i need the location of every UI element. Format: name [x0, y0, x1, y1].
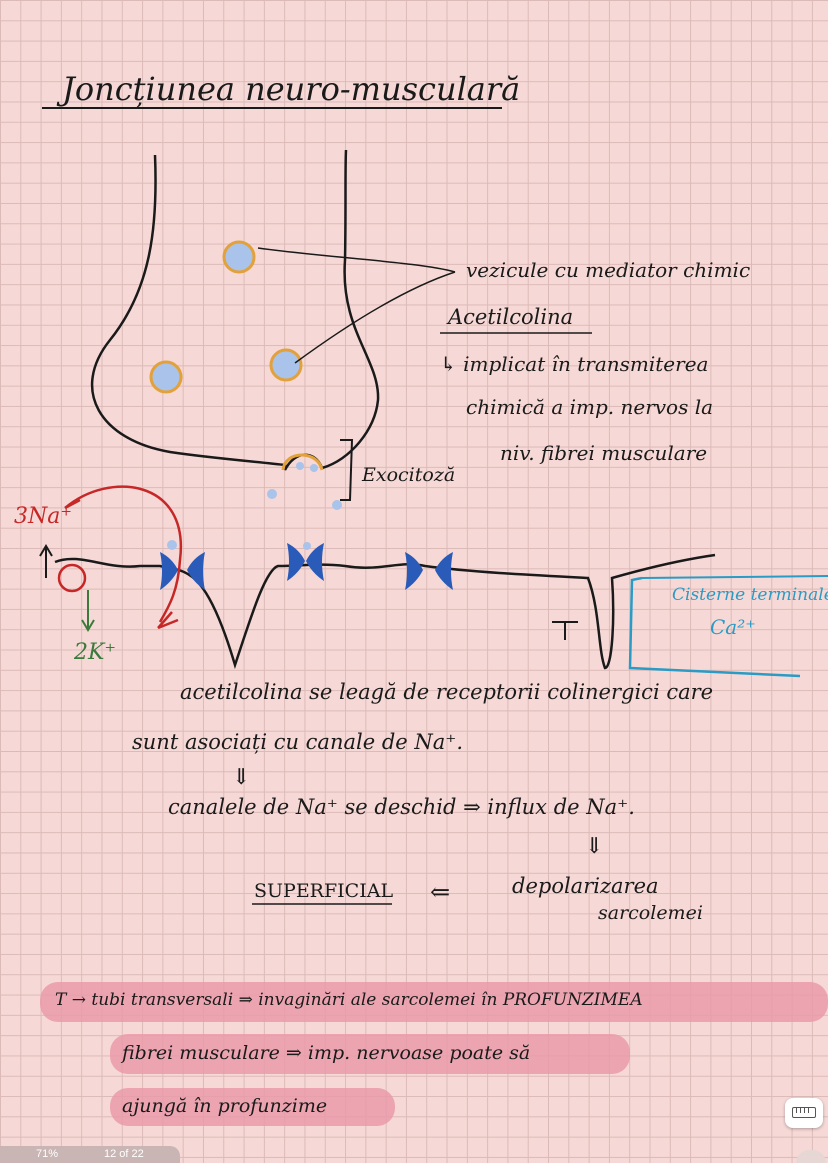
- corner-control[interactable]: [796, 1150, 826, 1163]
- page-indicator: 12 of 22: [104, 1148, 144, 1160]
- highlight-text-1: T → tubi transversali ⇒ invaginări ale s…: [55, 990, 643, 1010]
- label-cisterne: Cisterne terminale: [672, 585, 828, 605]
- note-sarcolemei: sarcolemei: [598, 902, 703, 924]
- label-exocitoza: Exocitoză: [362, 464, 456, 486]
- ion-channel: [160, 543, 453, 590]
- label-ca: Ca²⁺: [710, 615, 756, 639]
- highlight-line-3: [110, 1088, 395, 1126]
- label-rol-1: ↳ implicat în transmiterea: [440, 352, 709, 376]
- note-line-1: acetilcolina se leagă de receptorii coli…: [180, 680, 714, 704]
- label-acetilcolina: Acetilcolina: [448, 305, 574, 329]
- acetylcholine-molecules: [167, 462, 342, 550]
- vesicle: [149, 240, 303, 394]
- ruler-icon: [792, 1107, 816, 1118]
- na-influx-arrow: [64, 485, 183, 623]
- highlight-line-1: [40, 982, 828, 1022]
- cisterne-bracket: [628, 576, 801, 678]
- label-rol-3: niv. fibrei musculare: [500, 441, 708, 465]
- note-superficial: SUPERFICIAL: [254, 880, 394, 902]
- label-t-tubule: T: [556, 614, 557, 615]
- note-line-3: canalele de Na⁺ se deschid ⇒ influx de N…: [168, 795, 635, 819]
- highlight-text-3: ajungă în profunzime: [122, 1095, 328, 1117]
- label-k: 2K⁺: [74, 640, 117, 665]
- page-status-bar: 71% 12 of 22: [0, 1146, 180, 1163]
- ruler-tool-button[interactable]: [785, 1098, 823, 1128]
- highlight-line-2: [110, 1034, 630, 1074]
- note-arrow-1: ⇓: [232, 765, 251, 790]
- label-na: 3Na⁺: [14, 504, 72, 529]
- exocytosis-vesicle: [281, 453, 324, 471]
- page-title: Joncțiunea neuro-musculară: [62, 70, 521, 108]
- note-line-2: sunt asociați cu canale de Na⁺.: [132, 730, 464, 754]
- highlight-text-2: fibrei musculare ⇒ imp. nervoase poate s…: [122, 1042, 531, 1064]
- zoom-level: 71%: [36, 1148, 59, 1160]
- note-depolarizare: depolarizarea: [512, 874, 659, 898]
- k-efflux-arrow: [81, 590, 95, 632]
- sarcolemma: [54, 553, 716, 670]
- note-left-arrow: ⇐: [430, 878, 451, 906]
- label-vesicule: vezicule cu mediator chimic: [466, 258, 751, 282]
- label-rol-2: chimică a imp. nervos la: [466, 395, 714, 419]
- note-arrow-2: ⇓: [585, 834, 604, 859]
- axon-terminal-outline: [90, 149, 380, 471]
